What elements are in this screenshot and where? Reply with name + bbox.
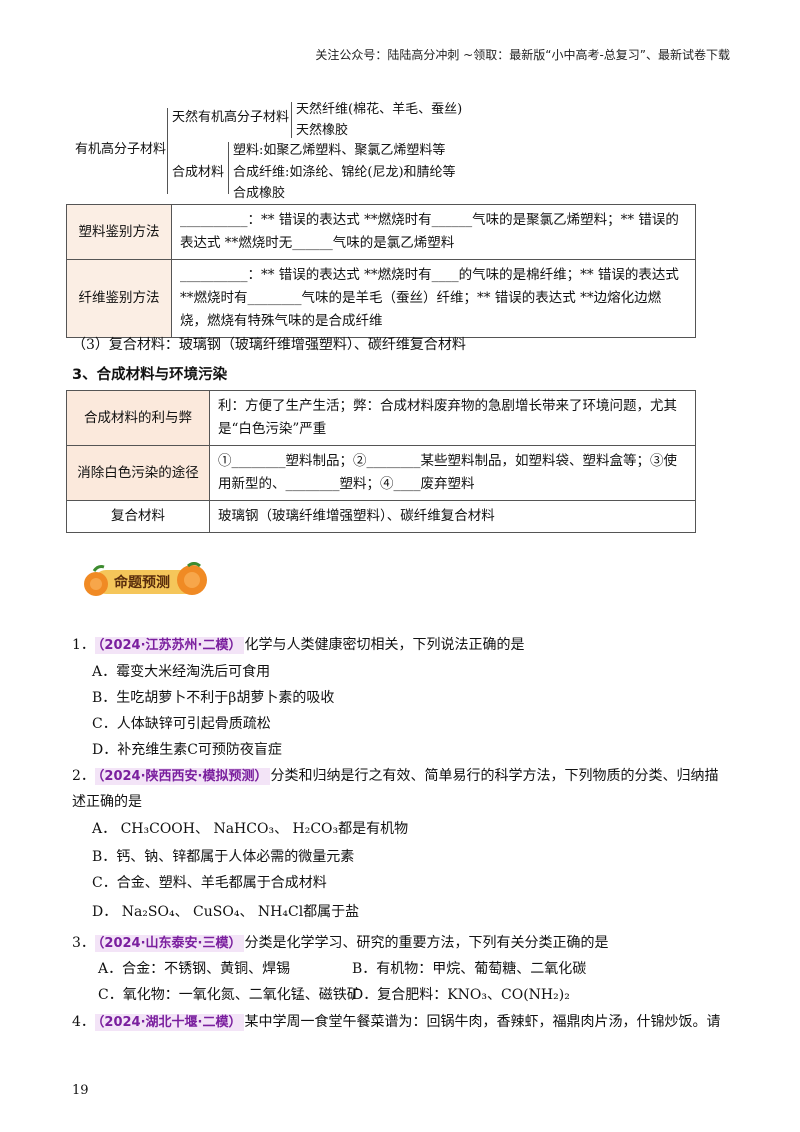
identification-table: 塑料鉴别方法 __________：** 错误的表达式 **燃烧时有______… — [66, 204, 696, 338]
separator: 、 — [274, 821, 289, 837]
option-text: 都是有机物 — [338, 821, 409, 837]
question-number: 1． — [72, 637, 95, 653]
row-content: __________：** 错误的表达式 **燃烧时有______气味的是聚氯乙… — [171, 204, 696, 260]
composite-line: （3）复合材料：玻璃钢（玻璃纤维增强塑料）、碳纤维复合材料 — [72, 337, 466, 353]
question-stem: 分类和归纳是行之有效、简单易行的科学方法，下列物质的分类、归纳描 — [270, 768, 719, 784]
synthetic-fiber: 合成纤维:如涤纶、锦纶(尼龙)和腈纶等 — [233, 165, 456, 180]
option: C．氧化物：一氧化氮、二氧化锰、磁铁矿 — [98, 987, 361, 1003]
question-2: 2．（2024·陕西西安·模拟预测）分类和归纳是行之有效、简单易行的科学方法，下… — [72, 765, 718, 785]
question-stem: 某中学周一食堂午餐菜谱为：回锅牛肉，香辣虾，福鼎肉片汤，什锦炒饭。请 — [244, 1014, 721, 1030]
question-source: （2024·陕西西安·模拟预测） — [94, 768, 271, 785]
option: D．补充维生素C可预防夜盲症 — [92, 742, 282, 758]
option-text: 都属于盐 — [303, 904, 360, 920]
row-content: __________：** 错误的表达式 **燃烧时有____的气味的是棉纤维；… — [171, 259, 696, 338]
question-number: 3． — [72, 935, 95, 951]
question-3: 3．（2024·山东泰安·三模）分类是化学学习、研究的重要方法，下列有关分类正确… — [72, 932, 608, 952]
question-stem: 分类是化学学习、研究的重要方法，下列有关分类正确的是 — [244, 935, 609, 951]
row-content: 利：方便了生产生活；弊：合成材料废弃物的急剧增长带来了环境问题，尤其是“白色污染… — [209, 390, 696, 446]
option-d: D． Na₂SO₄、 CuSO₄、 NH₄Cl都属于盐 — [92, 901, 359, 921]
separator: 、 — [174, 904, 189, 920]
natural-fiber: 天然纤维(棉花、羊毛、蚕丝) — [296, 102, 463, 117]
formula: H₂CO₃ — [292, 821, 339, 837]
question-4: 4．（2024·湖北十堰·二模）某中学周一食堂午餐菜谱为：回锅牛肉，香辣虾，福鼎… — [72, 1011, 720, 1031]
option-letter: D． — [92, 904, 118, 920]
option-b: B．钙、钠、锌都属于人体必需的微量元素 — [92, 849, 355, 865]
table-row: 合成材料的利与弊 利：方便了生产生活；弊：合成材料废弃物的急剧增长带来了环境问题… — [66, 390, 696, 446]
table-row: 塑料鉴别方法 __________：** 错误的表达式 **燃烧时有______… — [66, 204, 696, 260]
question-1: 1．（2024·江苏苏州·二模）化学与人类健康密切相关，下列说法正确的是 — [72, 634, 524, 654]
separator: 、 — [195, 821, 209, 837]
root-brace — [167, 108, 168, 194]
option: B．生吃胡萝卜不利于β胡萝卜素的吸收 — [92, 690, 335, 706]
question-source: （2024·湖北十堰·二模） — [94, 1014, 245, 1031]
question-source: （2024·山东泰安·三模） — [94, 935, 245, 952]
option: C．人体缺锌可引起骨质疏松 — [92, 716, 271, 732]
row-label: 纤维鉴别方法 — [66, 259, 172, 338]
table-row: 复合材料 玻璃钢（玻璃纤维增强塑料）、碳纤维复合材料 — [66, 500, 696, 533]
plastic-item: 塑料:如聚乙烯塑料、聚氯乙烯塑料等 — [233, 143, 446, 158]
page-number: 19 — [72, 1083, 89, 1098]
natural-rubber: 天然橡胶 — [296, 123, 349, 138]
option: A．霉变大米经淘洗后可食用 — [92, 664, 271, 680]
formula: Na₂SO₄ — [121, 904, 175, 920]
row-label: 复合材料 — [66, 500, 210, 533]
page-header: 关注公众号：陆陆高分冲刺 ~领取：最新版“小中高考-总复习”、最新试卷下载 — [315, 48, 730, 62]
separator: 、 — [239, 904, 254, 920]
option: A．合金：不锈钢、黄铜、焊锡 — [98, 961, 291, 977]
row-content: 玻璃钢（玻璃纤维增强塑料）、碳纤维复合材料 — [209, 500, 696, 533]
question-number: 2． — [72, 768, 95, 784]
formula: CH₃COOH — [120, 821, 195, 837]
question-stem-cont: 述正确的是 — [72, 794, 142, 810]
option-a: A． CH₃COOH、 NaHCO₃、 H₂CO₃都是有机物 — [92, 818, 408, 838]
synthetic-brace — [228, 142, 229, 194]
question-number: 4． — [72, 1014, 95, 1030]
option: B．有机物：甲烷、葡萄糖、二氧化碳 — [352, 961, 587, 977]
natural-brace — [291, 102, 292, 138]
formula: NH₄Cl — [257, 904, 304, 920]
row-content: ①________塑料制品；②________某些塑料制品，如塑料袋、塑料盒等；… — [209, 445, 696, 501]
synthetic-label: 合成材料 — [172, 165, 225, 180]
synthetic-rubber: 合成橡胶 — [233, 186, 286, 201]
option: D．复合肥料：KNO₃、CO(NH₂)₂ — [352, 987, 570, 1003]
option-letter: A． — [92, 821, 117, 837]
row-label: 合成材料的利与弊 — [66, 390, 210, 446]
option-c: C．合金、塑料、羊毛都属于合成材料 — [92, 875, 327, 891]
pollution-table: 合成材料的利与弊 利：方便了生产生活；弊：合成材料废弃物的急剧增长带来了环境问题… — [66, 390, 696, 533]
natural-label: 天然有机高分子材料 — [172, 110, 290, 125]
section-title: 3、合成材料与环境污染 — [72, 367, 228, 383]
formula: CuSO₄ — [193, 904, 240, 920]
table-row: 纤维鉴别方法 __________：** 错误的表达式 **燃烧时有____的气… — [66, 259, 696, 338]
orange-icon — [84, 562, 207, 596]
row-label: 消除白色污染的途径 — [66, 445, 210, 501]
question-source: （2024·江苏苏州·二模） — [94, 637, 245, 654]
prediction-badge: 命题预测 — [80, 562, 208, 602]
table-row: 消除白色污染的途径 ①________塑料制品；②________某些塑料制品，… — [66, 445, 696, 501]
question-stem: 化学与人类健康密切相关，下列说法正确的是 — [244, 637, 525, 653]
row-label: 塑料鉴别方法 — [66, 204, 172, 260]
formula: NaHCO₃ — [213, 821, 275, 837]
badge-label: 命题预测 — [114, 575, 170, 591]
root-label: 有机高分子材料 — [75, 142, 167, 157]
